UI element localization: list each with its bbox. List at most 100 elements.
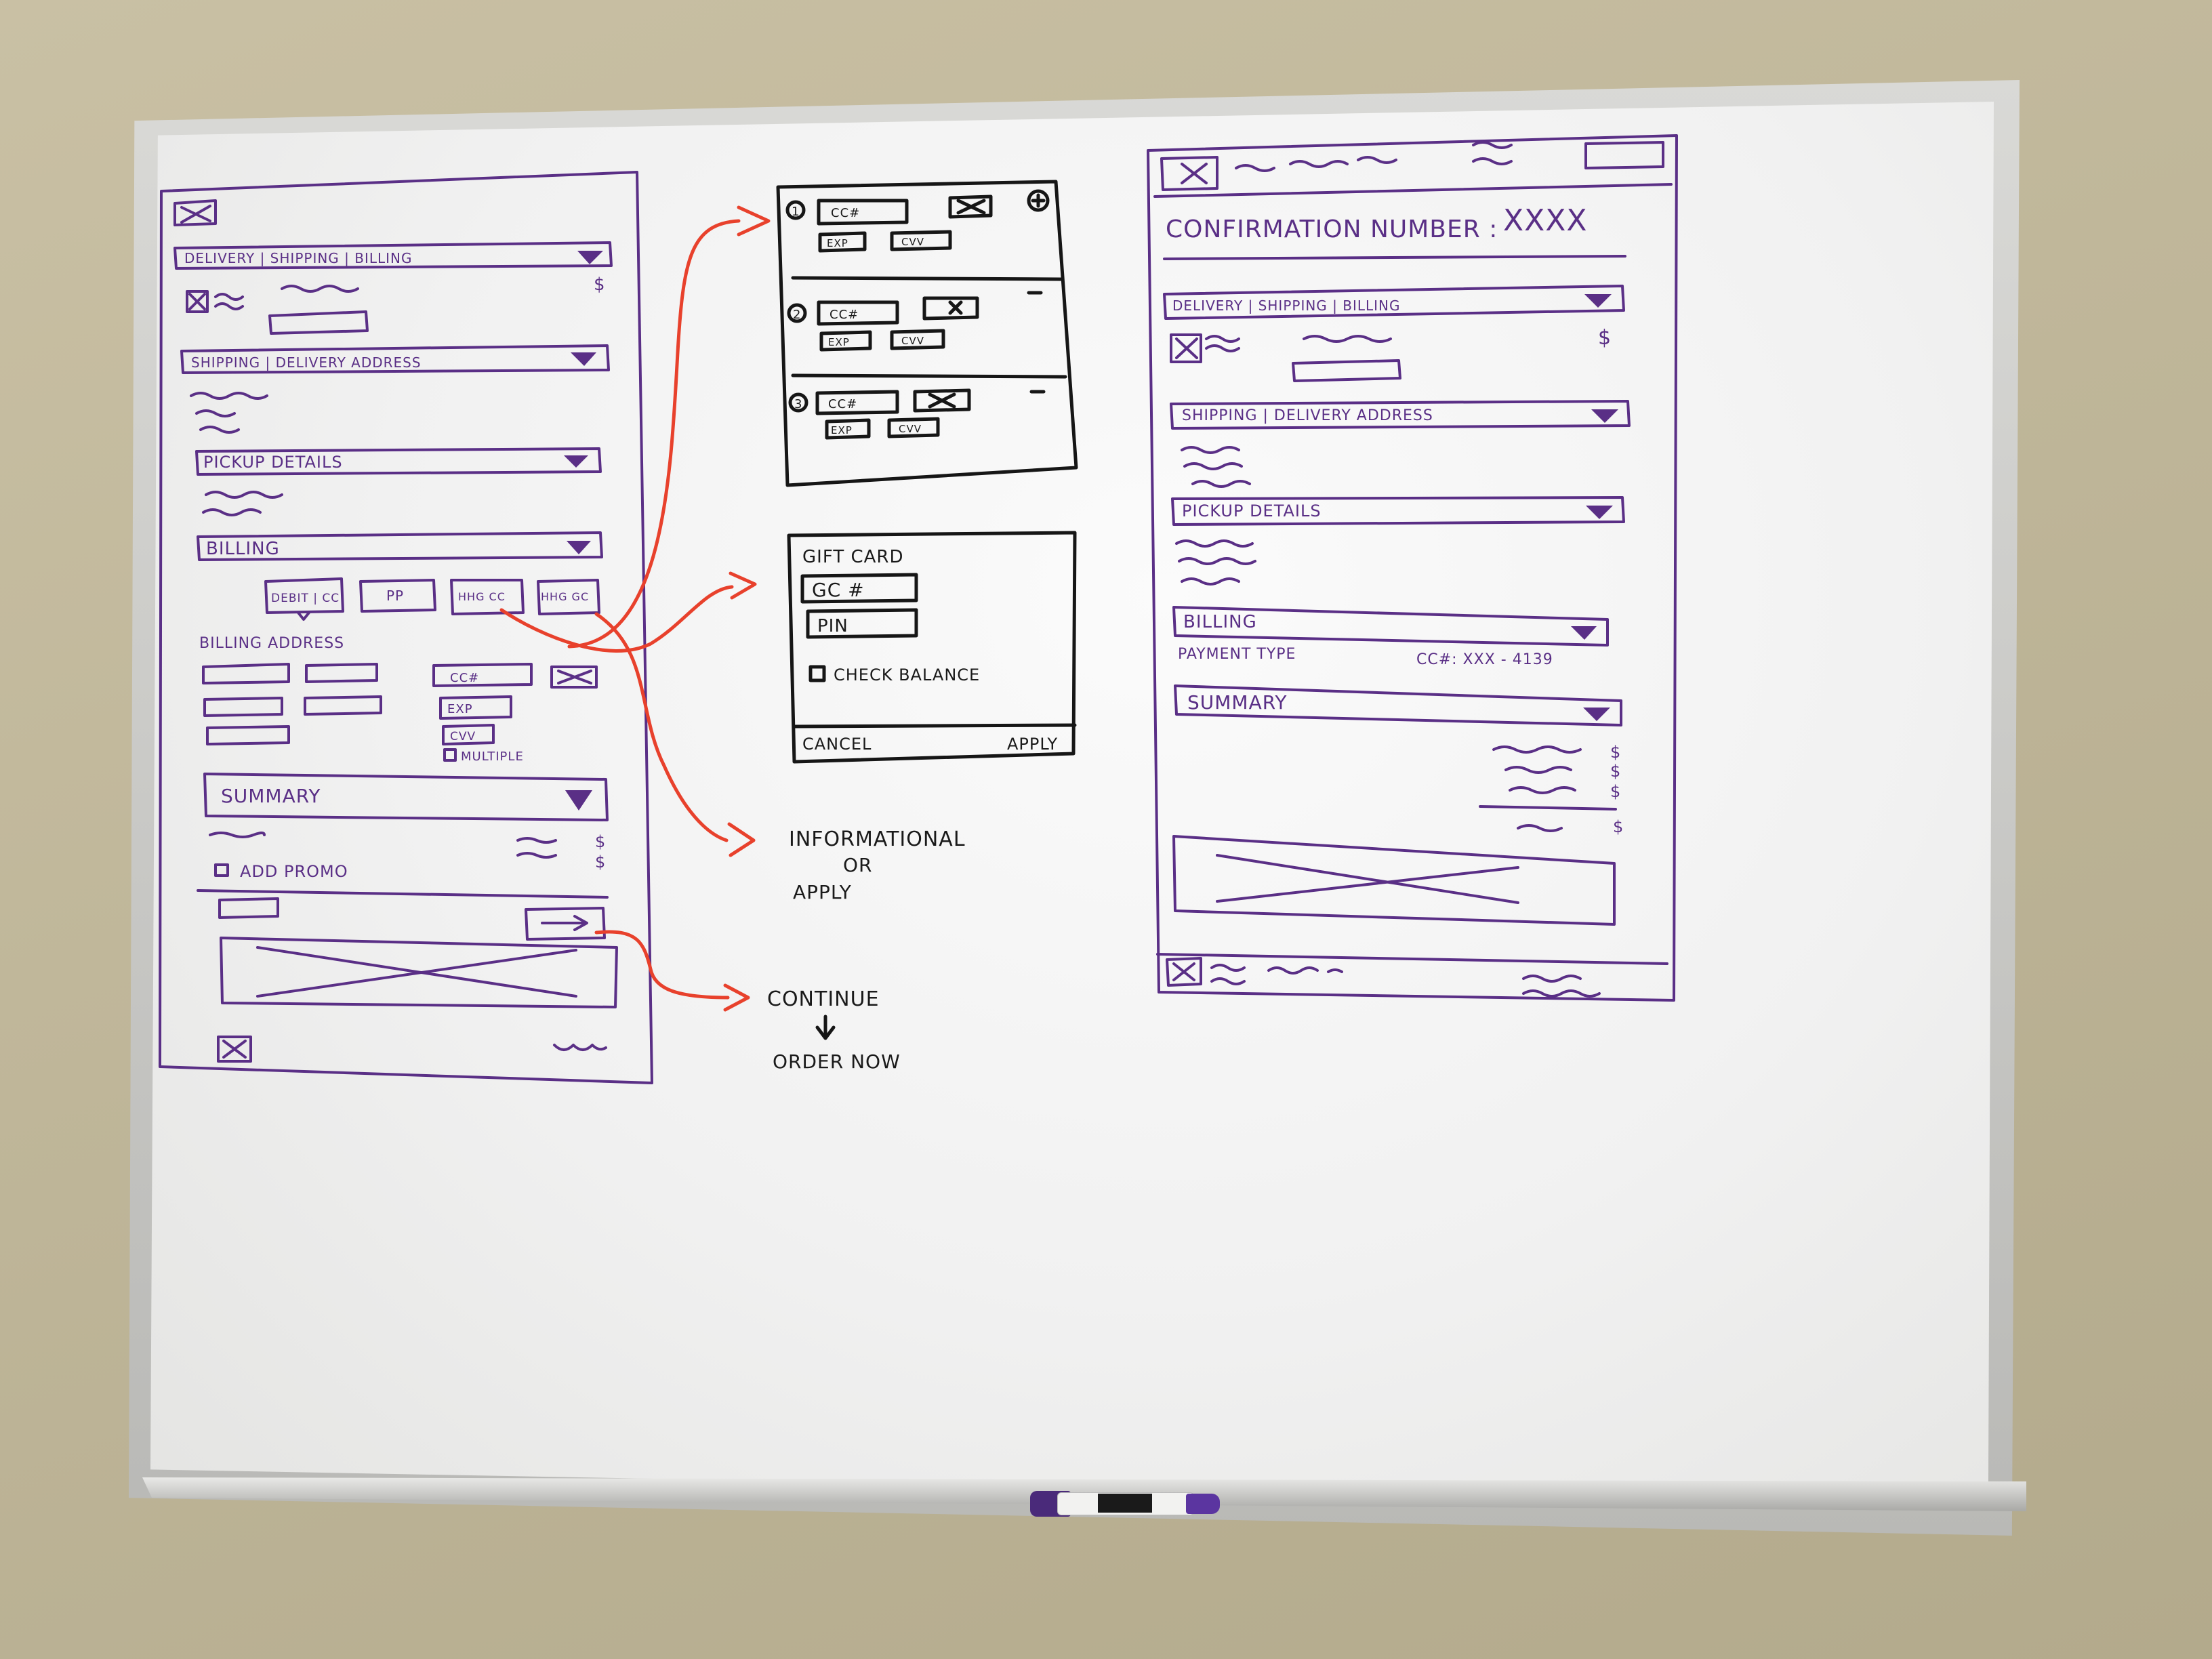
- image-placeholder: [1172, 835, 1616, 926]
- scribble-text: [1235, 141, 1513, 172]
- logo-placeholder-icon: [217, 1036, 252, 1063]
- arrowhead: [729, 571, 757, 600]
- scribble-text: [1522, 975, 1601, 998]
- arrow-down-icon: [815, 1015, 836, 1040]
- billing-bar: [197, 531, 603, 561]
- cvv-field: [442, 724, 495, 745]
- whiteboard-surface: [150, 102, 1994, 1503]
- scribble-text: [1205, 335, 1392, 352]
- scribble-text: [553, 1044, 607, 1051]
- pickup-bar: [1171, 496, 1625, 526]
- cc-number-field: [432, 663, 533, 687]
- billing-address-label: BILLING ADDRESS: [199, 635, 344, 652]
- chevron-down-icon: [1583, 708, 1610, 721]
- cc-label: CC#: [831, 206, 860, 220]
- cc-label: CC#: [450, 671, 479, 685]
- cc-label: CC#: [830, 308, 859, 322]
- confirmation-sketch: CONFIRMATION NUMBER : XXXX DELIVERY | SH…: [1147, 134, 1678, 1002]
- chevron-down-icon: [577, 251, 603, 264]
- payment-button-label: HHG GC: [541, 590, 589, 603]
- item-thumbnail-icon: [1170, 333, 1202, 363]
- summary-bar: [1174, 684, 1622, 726]
- gift-card-panel: GIFT CARD GC # PIN CHECK BALANCE CANCEL …: [787, 531, 1077, 764]
- summary-dollar: $: [595, 832, 606, 851]
- divider: [1153, 183, 1673, 198]
- confirmation-frame: [1147, 134, 1678, 1002]
- billing-bar: [1172, 606, 1609, 647]
- summary-dollar: $: [595, 853, 606, 872]
- continue-button: [525, 907, 606, 941]
- scribble-text: [202, 491, 283, 516]
- summary-bar: [203, 773, 609, 821]
- item-thumbnail-icon: [186, 290, 209, 313]
- scribble-text: [1181, 446, 1251, 488]
- note-or: OR: [843, 854, 873, 876]
- apply-label: APPLY: [1007, 735, 1058, 754]
- flow-arrows: [499, 205, 771, 1012]
- chevron-down-icon: [571, 352, 596, 366]
- summary-label: SUMMARY: [1187, 691, 1288, 714]
- exp-label: EXP: [447, 702, 473, 716]
- pp-button: [359, 579, 436, 613]
- arrowhead: [723, 983, 750, 1012]
- billing-label: BILLING: [206, 539, 280, 559]
- hhg-gc-button: [537, 579, 600, 615]
- add-card-icon: [1027, 189, 1050, 212]
- checkout-sketch: DELIVERY | SHIPPING | BILLING $ SHIPPING…: [159, 171, 653, 1084]
- quantity-stepper: [268, 310, 369, 335]
- cvv-label: CVV: [450, 730, 476, 743]
- card-row: 1 CC# EXP CVV: [785, 189, 1050, 253]
- cvv-label: CVV: [901, 335, 924, 347]
- cancel-label: CANCEL: [802, 735, 872, 754]
- panel-frame: [787, 531, 1077, 764]
- payment-type-label: PAYMENT TYPE: [1178, 646, 1296, 663]
- chevron-down-icon: [1584, 294, 1612, 308]
- card-row: 3 CC# EXP CVV: [788, 388, 1046, 440]
- summary-dollar: $: [1610, 762, 1621, 781]
- header-button: [1584, 141, 1664, 169]
- note-continue: CONTINUE: [767, 987, 880, 1011]
- pickup-label: PICKUP DETAILS: [1182, 501, 1322, 520]
- scribble-text: [214, 285, 359, 310]
- summary-dollar: $: [1610, 743, 1621, 762]
- arrow-to-informational: [594, 612, 729, 842]
- payment-button-label: HHG CC: [458, 590, 506, 603]
- row-number: 3: [794, 397, 802, 411]
- delivery-label: DELIVERY | SHIPPING | BILLING: [1172, 298, 1401, 314]
- pin-label: PIN: [817, 616, 848, 636]
- delivery-bar: [1163, 285, 1625, 320]
- chevron-down-icon: [567, 541, 591, 554]
- row-number: 1: [792, 205, 800, 219]
- address-fields: [202, 663, 382, 745]
- dry-erase-marker: [1030, 1488, 1240, 1519]
- add-promo-label: ADD PROMO: [240, 862, 348, 881]
- scribble-text: [1175, 539, 1256, 586]
- gc-number-field: [800, 573, 918, 604]
- confirmation-label: CONFIRMATION NUMBER :: [1166, 216, 1498, 243]
- checkout-frame: [159, 171, 653, 1084]
- total-dollar: $: [1613, 817, 1624, 836]
- divider: [792, 723, 1077, 729]
- address-bar: [180, 344, 610, 374]
- logo-placeholder-icon: [1166, 957, 1202, 987]
- scribble-text: [1517, 824, 1563, 832]
- scribble-text: [1492, 745, 1582, 794]
- clear-card-icon: [913, 388, 971, 413]
- address-label: SHIPPING | DELIVERY ADDRESS: [191, 354, 422, 371]
- row-number: 2: [793, 308, 801, 322]
- chevron-down-icon: [1586, 506, 1613, 519]
- note-order-now: ORDER NOW: [773, 1050, 901, 1073]
- multi-card-panel: 1 CC# EXP CVV 2 CC# EXP CVV 3 CC: [776, 180, 1078, 487]
- total-divider: [1479, 805, 1617, 811]
- arrow-to-gift-card: [499, 585, 734, 653]
- small-field: [218, 897, 279, 919]
- clear-card-icon: [922, 296, 979, 321]
- cvv-label: CVV: [899, 423, 922, 435]
- arrowhead: [737, 205, 771, 237]
- exp-field: [439, 695, 512, 720]
- payment-button-label: DEBIT | CC: [271, 592, 340, 605]
- billing-label: BILLING: [1183, 612, 1257, 632]
- scribble-text: [1210, 964, 1343, 985]
- divider: [1156, 953, 1668, 965]
